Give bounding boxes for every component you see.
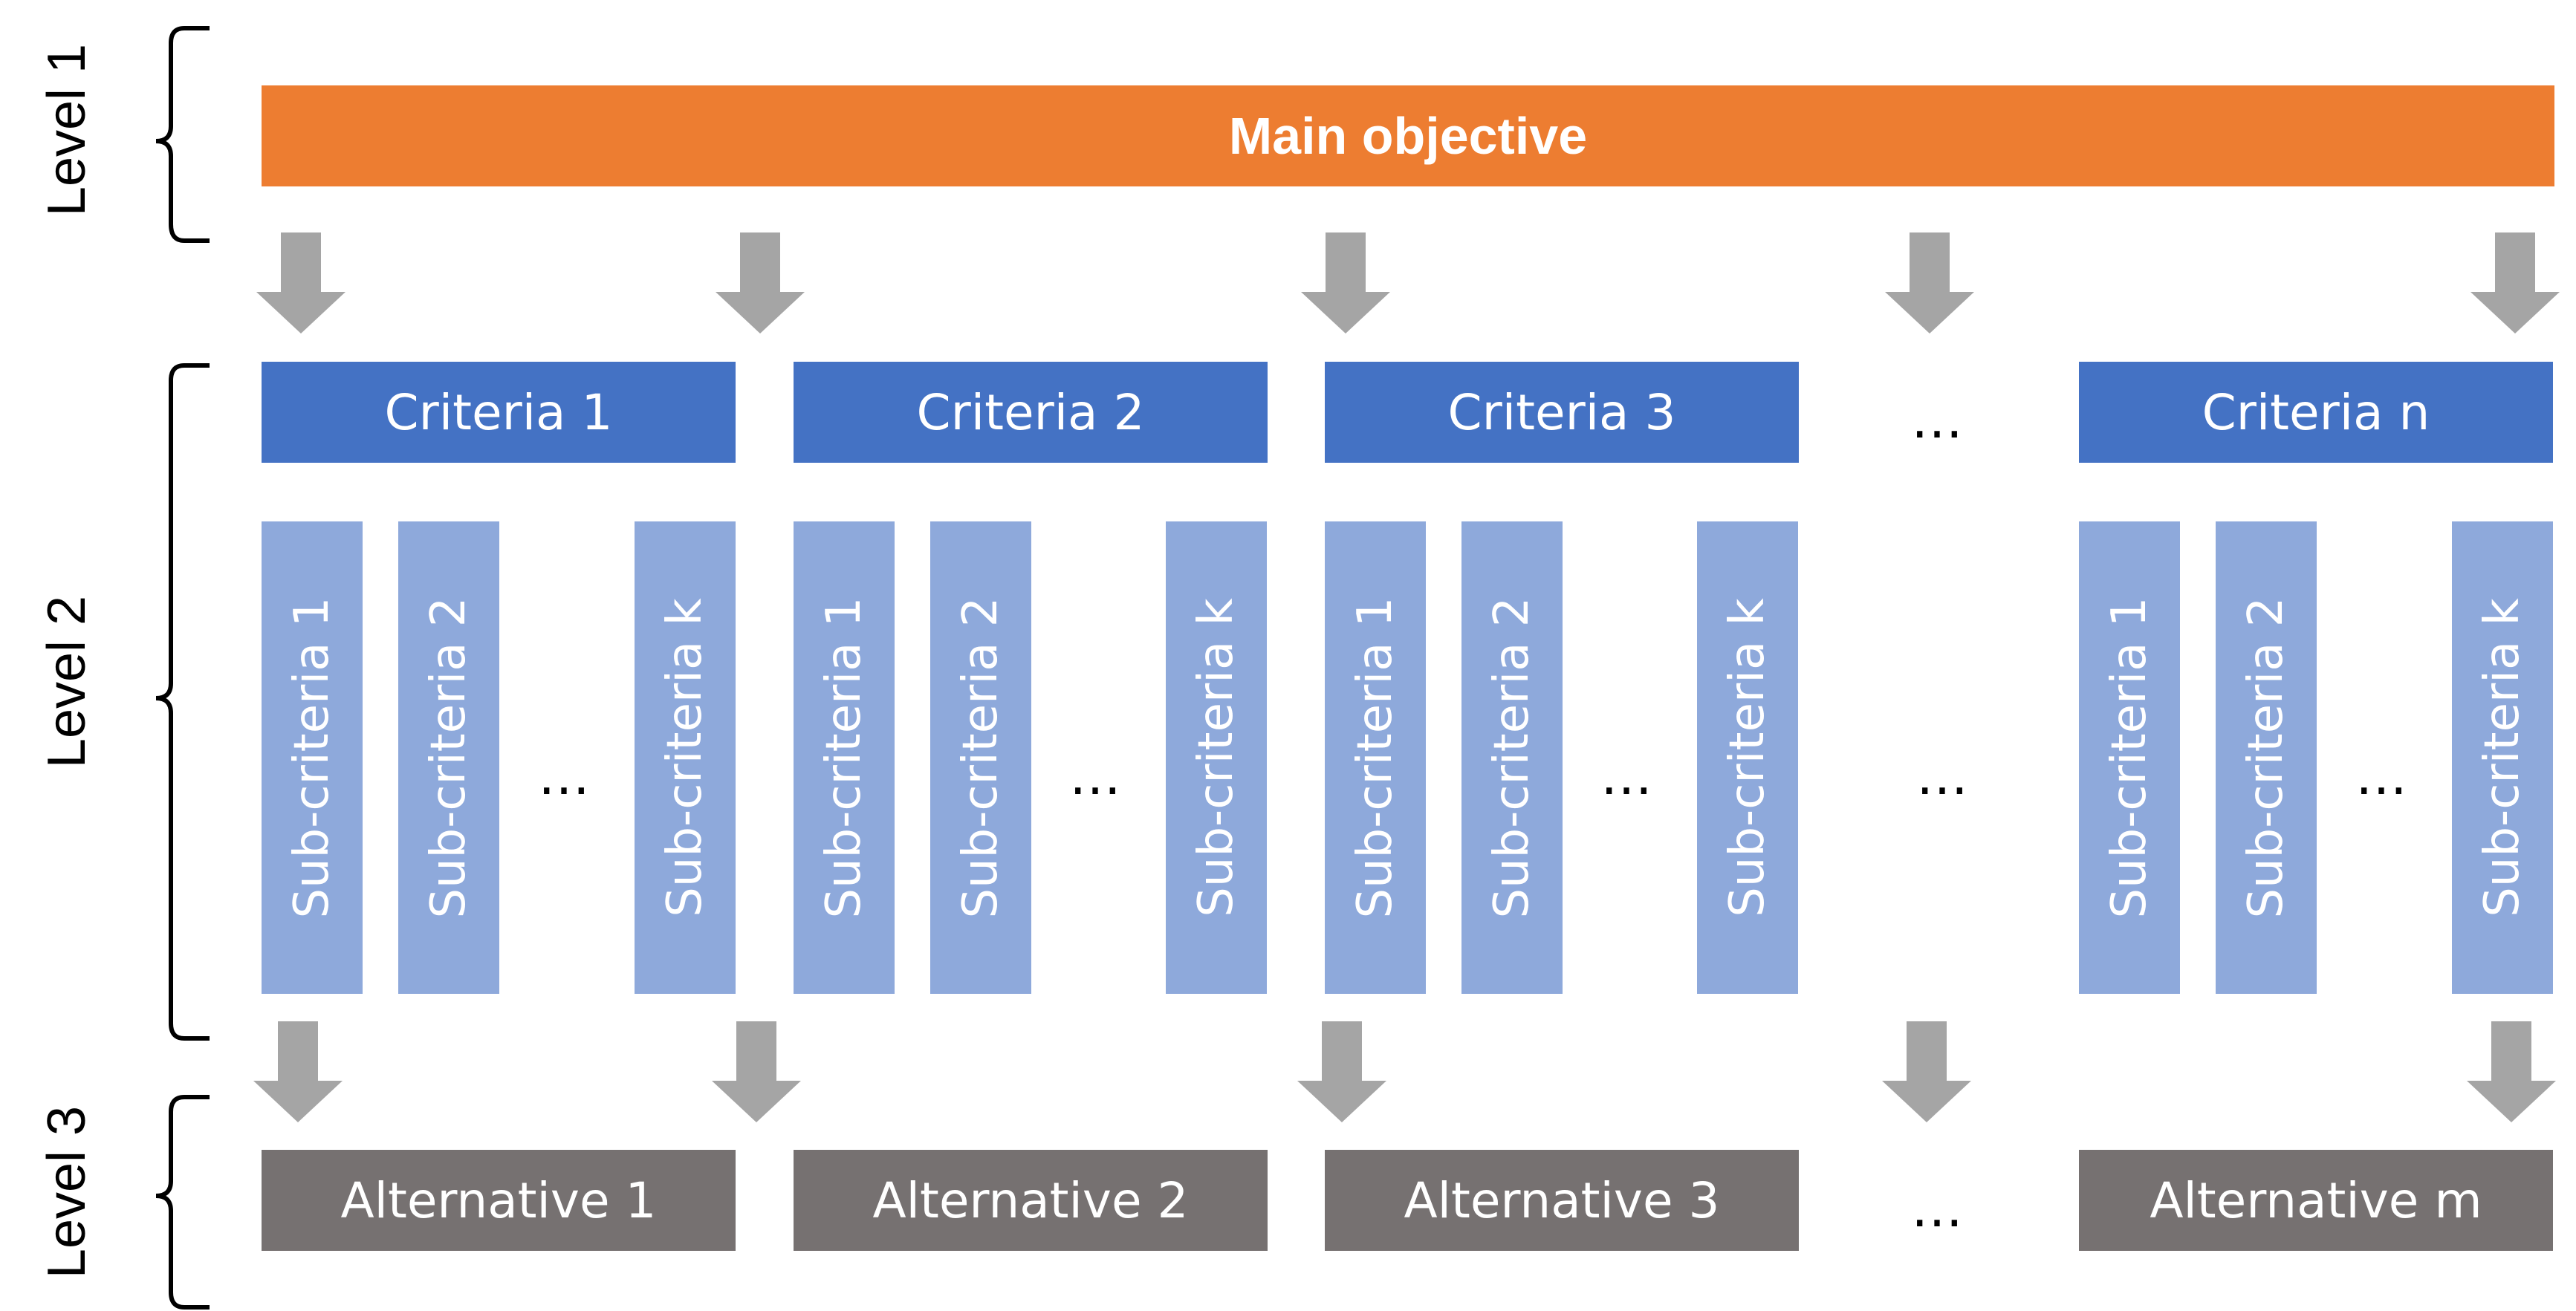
alternative-label: Alternative 3 xyxy=(1404,1171,1720,1229)
subcriteria-ellipsis: … xyxy=(1069,746,1126,807)
subcriteria-box: Sub-criteria 1 xyxy=(794,521,895,994)
criteria-label: Criteria 3 xyxy=(1447,383,1676,441)
criteria-label: Criteria n xyxy=(2202,383,2430,441)
subcriteria-box: Sub-criteria 2 xyxy=(398,521,499,994)
group-ellipsis: … xyxy=(1916,746,1973,807)
subcriteria-label: Sub-criteria k xyxy=(1720,598,1775,917)
alternative-label: Alternative 1 xyxy=(340,1171,657,1229)
subcriteria-label: Sub-criteria 1 xyxy=(1348,596,1403,919)
level-3-label: Level 3 xyxy=(37,1105,97,1279)
arrow-top-4 xyxy=(1885,232,1974,334)
alternative-1-box: Alternative 1 xyxy=(262,1150,736,1251)
subcriteria-box: Sub-criteria 2 xyxy=(2216,521,2317,994)
criteria-n-box: Criteria n xyxy=(2079,362,2553,463)
subcriteria-label: Sub-criteria k xyxy=(1189,598,1244,917)
arrow-top-5 xyxy=(2470,232,2560,334)
alternative-label: Alternative 2 xyxy=(872,1171,1189,1229)
arrow-top-3 xyxy=(1301,232,1390,334)
subcriteria-box: Sub-criteria k xyxy=(1697,521,1798,994)
subcriteria-ellipsis: … xyxy=(1600,746,1657,807)
subcriteria-box: Sub-criteria 2 xyxy=(930,521,1031,994)
criteria-label: Criteria 2 xyxy=(916,383,1145,441)
subcriteria-box: Sub-criteria k xyxy=(1166,521,1267,994)
arrow-bottom-5 xyxy=(2467,1021,2556,1122)
arrow-bottom-3 xyxy=(1297,1021,1386,1122)
level-1-label: Level 1 xyxy=(37,43,97,217)
level-1-brace xyxy=(155,26,210,243)
criteria-2-box: Criteria 2 xyxy=(794,362,1268,463)
subcriteria-ellipsis: … xyxy=(2355,746,2412,807)
alternative-ellipsis: … xyxy=(1911,1178,1967,1239)
subcriteria-label: Sub-criteria k xyxy=(658,598,713,917)
subcriteria-label: Sub-criteria k xyxy=(2475,598,2530,917)
subcriteria-label: Sub-criteria 2 xyxy=(421,596,476,919)
criteria-ellipsis: … xyxy=(1911,389,1967,450)
subcriteria-box: Sub-criteria 1 xyxy=(262,521,363,994)
arrow-top-1 xyxy=(256,232,345,334)
alternative-label: Alternative m xyxy=(2150,1171,2482,1229)
subcriteria-box: Sub-criteria 1 xyxy=(1325,521,1426,994)
alternative-2-box: Alternative 2 xyxy=(794,1150,1268,1251)
subcriteria-box: Sub-criteria 2 xyxy=(1461,521,1563,994)
level-2-brace xyxy=(155,363,210,1041)
main-objective-label: Main objective xyxy=(1228,107,1588,165)
criteria-1-box: Criteria 1 xyxy=(262,362,736,463)
arrow-bottom-2 xyxy=(712,1021,801,1122)
subcriteria-box: Sub-criteria k xyxy=(635,521,736,994)
subcriteria-label: Sub-criteria 1 xyxy=(817,596,872,919)
arrow-bottom-1 xyxy=(253,1021,343,1122)
subcriteria-label: Sub-criteria 2 xyxy=(953,596,1008,919)
criteria-label: Criteria 1 xyxy=(384,383,613,441)
subcriteria-box: Sub-criteria k xyxy=(2452,521,2553,994)
arrow-bottom-4 xyxy=(1882,1021,1971,1122)
level-2-label: Level 2 xyxy=(37,595,97,769)
alternative-3-box: Alternative 3 xyxy=(1325,1150,1799,1251)
subcriteria-ellipsis: … xyxy=(538,746,594,807)
criteria-3-box: Criteria 3 xyxy=(1325,362,1799,463)
alternative-m-box: Alternative m xyxy=(2079,1150,2553,1251)
subcriteria-label: Sub-criteria 1 xyxy=(285,596,340,919)
main-objective-box: Main objective xyxy=(262,85,2554,186)
subcriteria-label: Sub-criteria 1 xyxy=(2102,596,2157,919)
subcriteria-label: Sub-criteria 2 xyxy=(1485,596,1540,919)
subcriteria-box: Sub-criteria 1 xyxy=(2079,521,2180,994)
arrow-top-2 xyxy=(716,232,805,334)
subcriteria-label: Sub-criteria 2 xyxy=(2239,596,2294,919)
level-3-brace xyxy=(155,1095,210,1310)
